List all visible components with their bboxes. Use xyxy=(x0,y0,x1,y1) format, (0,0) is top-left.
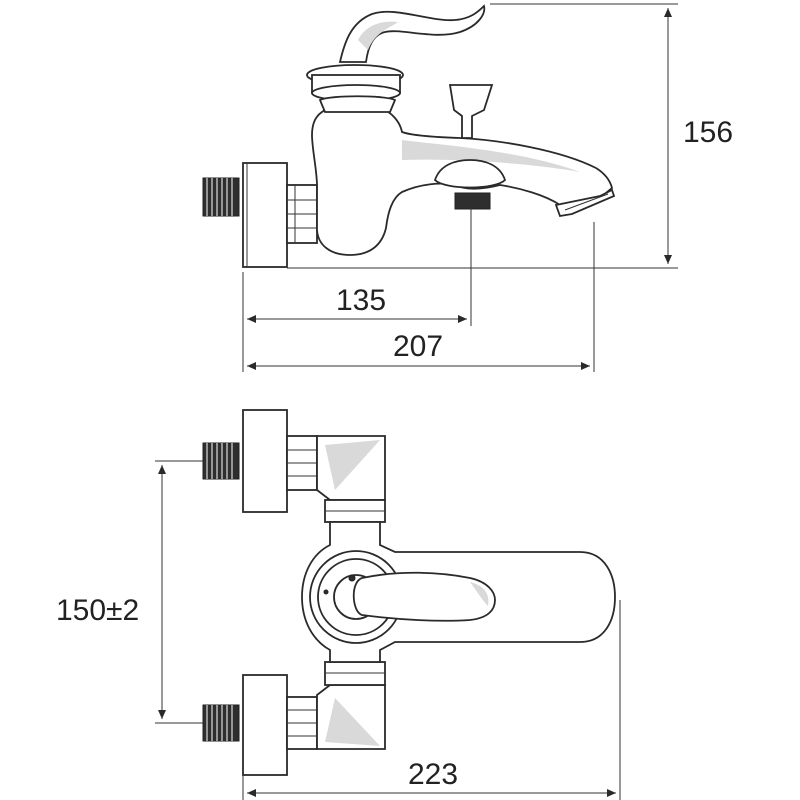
top-dimensions: 150±2 223 xyxy=(56,460,621,800)
top-lower-hex-nut xyxy=(286,696,318,750)
top-lever-handle xyxy=(352,571,496,622)
side-dimensions: 156 135 207 xyxy=(242,3,733,372)
overall-width-dimension-label: 223 xyxy=(408,758,458,791)
side-view xyxy=(202,4,616,268)
top-view xyxy=(202,409,616,776)
top-upper-hex-nut xyxy=(286,435,318,491)
inlet-spacing-dimension-label: 150±2 xyxy=(56,594,139,627)
top-upper-flange xyxy=(242,409,288,513)
side-diverter-base xyxy=(433,159,507,189)
side-lever-handle xyxy=(338,4,486,63)
top-upper-inlet-thread xyxy=(202,442,240,480)
top-lower-flange xyxy=(242,674,288,776)
height-dimension-label: 156 xyxy=(683,116,733,149)
side-diverter-knob xyxy=(448,84,494,139)
side-inlet-thread xyxy=(202,177,240,217)
spout-center-dimension-label: 135 xyxy=(336,284,386,317)
side-hex-nut xyxy=(286,184,318,244)
top-lower-inlet-thread xyxy=(202,704,240,742)
side-wall-flange xyxy=(242,162,288,268)
spout-reach-dimension-label: 207 xyxy=(393,330,443,363)
